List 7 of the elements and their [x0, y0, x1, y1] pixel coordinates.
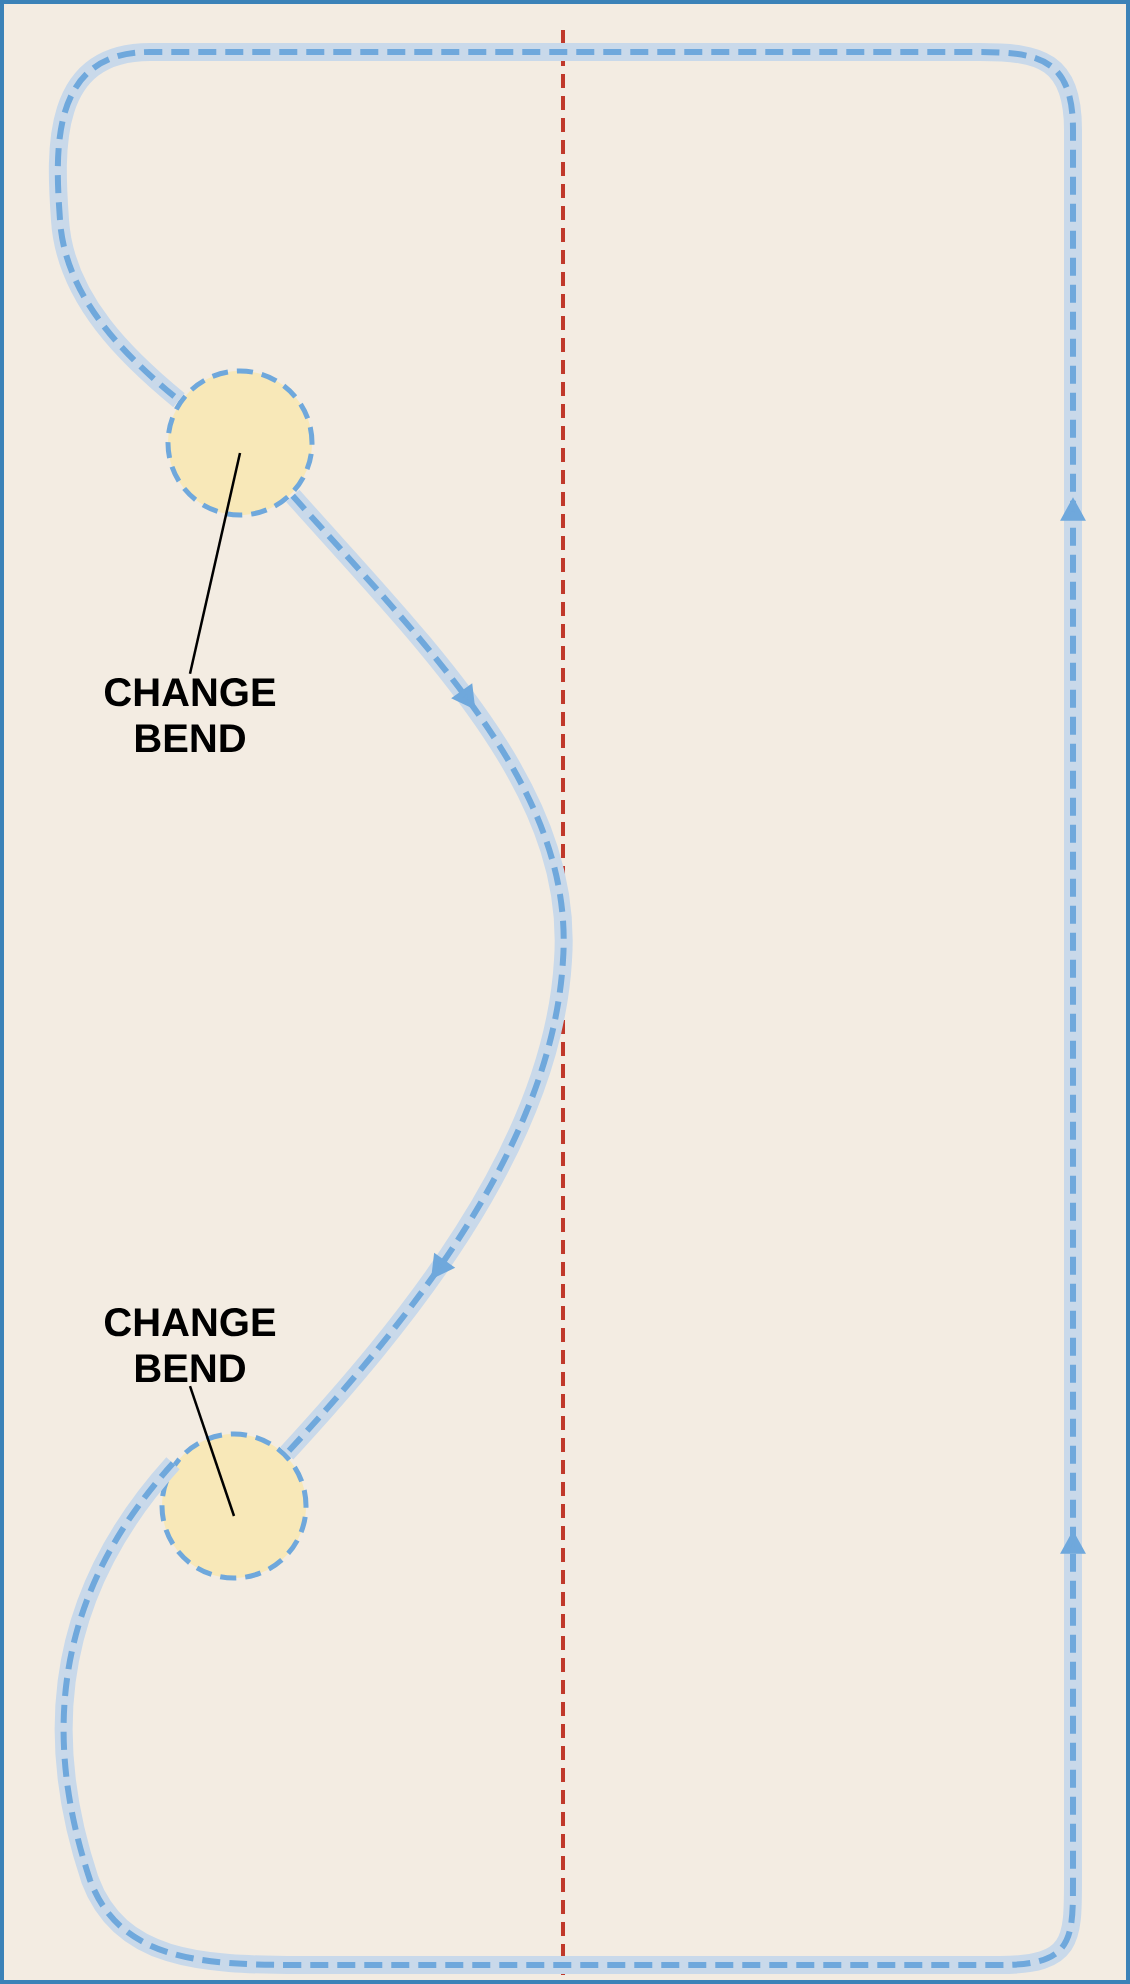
- change-circle: [159, 1431, 309, 1581]
- change-circle: [165, 368, 315, 518]
- route-arrow: [280, 489, 572, 1460]
- callout-label: CHANGE BEND: [105, 678, 276, 752]
- leader-line: [188, 1385, 236, 1517]
- callout-label: CHANGE BEND: [105, 1308, 276, 1382]
- leader-line: [188, 452, 242, 675]
